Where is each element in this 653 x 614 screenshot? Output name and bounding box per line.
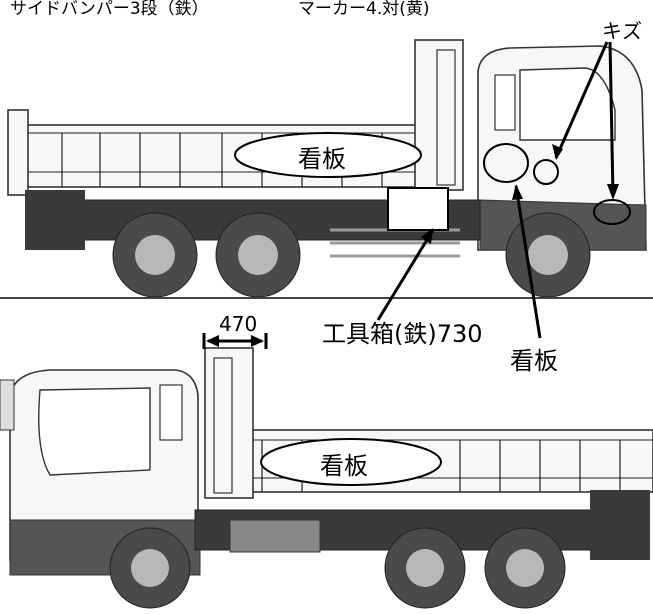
signboard-ellipse-top: [234, 132, 422, 178]
truck-right-side: [0, 39, 653, 339]
scratch-label: キズ: [602, 19, 642, 43]
truck-left-side: [0, 333, 653, 609]
cab-window-top: [519, 67, 616, 141]
toolbox-top: [387, 187, 449, 231]
signboard-label-bottom: 看板: [320, 452, 368, 480]
front-guard-top: [414, 39, 464, 191]
cab-window-bottom: [38, 387, 151, 476]
rear-bumper-top: [25, 190, 85, 250]
wheels-bottom: [109, 527, 566, 609]
pointer-arrows: [376, 41, 615, 339]
signboard-label-top: 看板: [298, 145, 346, 173]
body-ribs-bottom: [261, 440, 621, 492]
dimension-label: 470: [219, 312, 257, 336]
rear-bumper-bottom: [590, 490, 650, 560]
cab-signboard-label: 看板: [510, 347, 558, 375]
scratch-circle-1: [533, 159, 559, 185]
signboard-ellipse-bottom: [260, 438, 442, 486]
arrow-heads: [421, 144, 619, 244]
scratch-circle-2: [593, 199, 631, 225]
toolbox-label: 工具箱(鉄)730: [322, 320, 483, 348]
wheels-top: [112, 212, 591, 298]
marker-note: マーカー4.対(黄): [298, 0, 429, 19]
mirror-bottom: [0, 379, 15, 431]
cab-signboard-ellipse: [483, 143, 529, 183]
side-bumper-note: サイドバンパー3段（鉄）: [10, 0, 209, 19]
rear-gate-top: [7, 109, 29, 196]
fuel-tank-bottom: [229, 519, 321, 553]
front-guard-bottom: [204, 347, 254, 499]
